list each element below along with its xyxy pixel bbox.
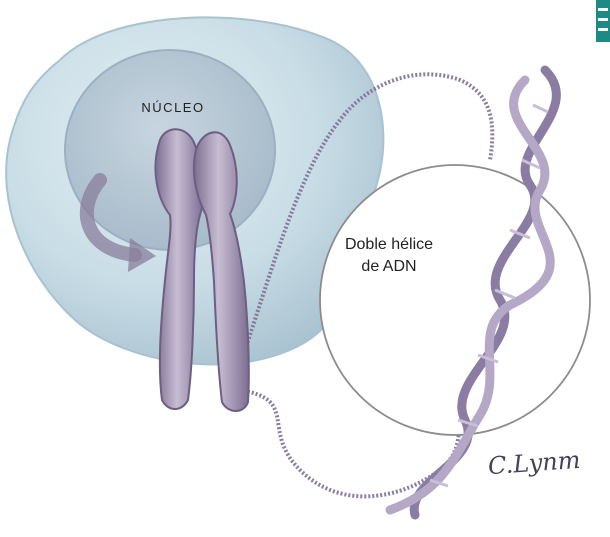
corner-tab-mark: [598, 28, 608, 31]
dna-label-line-1: Doble hélice: [330, 234, 448, 256]
corner-tab: [596, 0, 610, 42]
corner-tab-mark: [598, 18, 608, 21]
magnified-view: [320, 165, 590, 435]
corner-tab-mark: [598, 8, 608, 11]
dna-label-line-2: de ADN: [330, 256, 448, 278]
dna-helix-label: Doble hélice de ADN: [330, 234, 448, 278]
nucleus-label: NÚCLEO: [118, 100, 228, 115]
